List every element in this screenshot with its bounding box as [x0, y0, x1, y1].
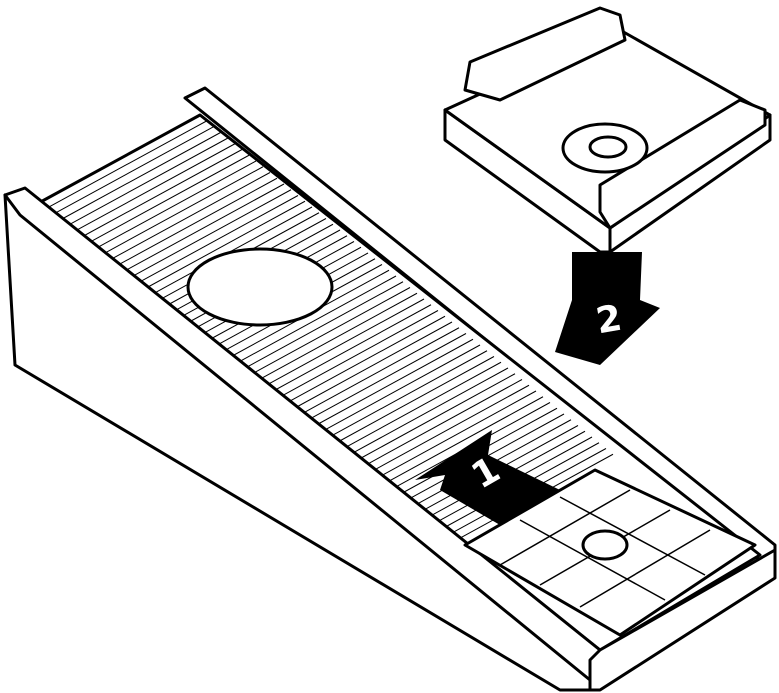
ramp-oval-label-area — [186, 247, 334, 327]
ramp-rib — [385, 396, 544, 484]
ramp-rib — [70, 143, 236, 234]
ramp-rib — [271, 304, 432, 393]
ramp-rib — [321, 344, 481, 433]
ramp-rib — [99, 166, 264, 257]
ramp-rib — [142, 200, 306, 291]
ramp-rib — [256, 292, 418, 382]
arrow-up-left-icon — [415, 430, 560, 525]
ramp-rib — [56, 131, 222, 223]
ramp-rib — [342, 361, 502, 450]
ramp-rib — [299, 327, 460, 416]
ramp-rib — [264, 298, 425, 387]
ramp-rib — [77, 149, 243, 240]
ramp-rib — [92, 160, 257, 251]
cap-back-wall — [463, 6, 627, 102]
tray-center-post — [581, 529, 629, 561]
cap-side-wall — [598, 98, 767, 230]
ramp-rib — [63, 137, 229, 229]
tray-compartments — [499, 489, 711, 608]
ramp-rib — [49, 126, 215, 217]
ramp-rib — [278, 310, 439, 399]
ramp-rib — [242, 281, 404, 370]
ramp-rib — [235, 275, 397, 365]
ramp-rib — [371, 384, 530, 472]
ramp-rib — [285, 315, 446, 404]
ramp-rib — [135, 195, 299, 285]
ramp-rib — [378, 390, 537, 478]
ramp-rib — [127, 189, 292, 280]
ramp-rib — [364, 379, 523, 467]
ramp-rib — [314, 338, 474, 427]
ramp-rib — [41, 120, 208, 212]
step-2-arrow: 2 — [555, 252, 660, 365]
ramp-rib — [113, 177, 278, 268]
ramp-rib — [350, 367, 509, 455]
ramp-rib — [249, 287, 411, 376]
ramp-rib — [328, 350, 488, 438]
ramp-rib — [307, 333, 467, 421]
cap-hole-inner — [588, 135, 628, 159]
arrow-down-icon — [555, 252, 660, 365]
ramp-base — [3, 86, 777, 692]
ramp-rib — [120, 183, 285, 274]
ramp-rib — [84, 154, 250, 246]
ramp-rib — [106, 172, 271, 263]
cap-part — [443, 6, 772, 254]
ramp-rib — [335, 356, 495, 444]
ramp-rib — [357, 373, 516, 461]
ramp-end-face — [588, 548, 777, 692]
ramp-rib — [292, 321, 453, 410]
